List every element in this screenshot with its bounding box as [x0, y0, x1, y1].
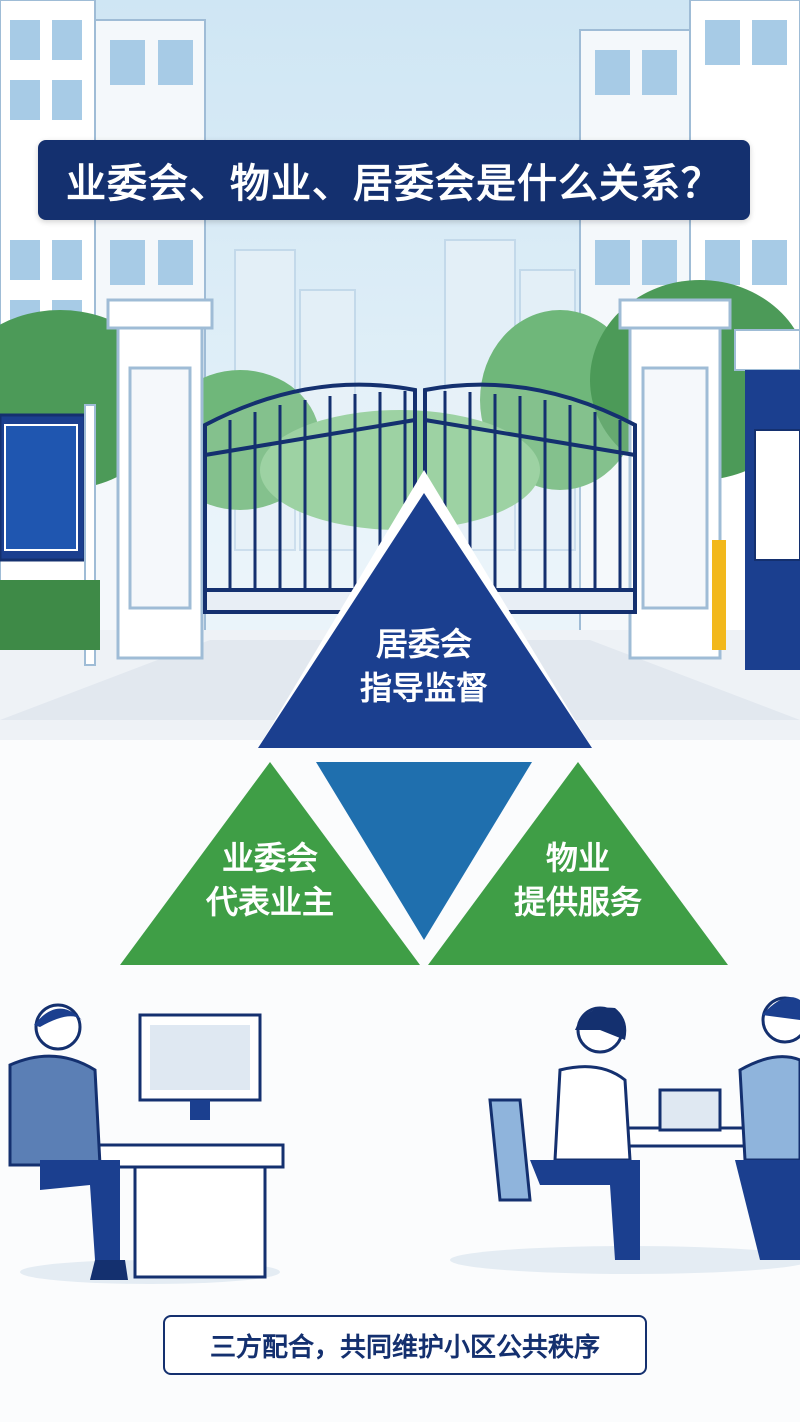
- gate-pillars: [106, 298, 732, 660]
- sign-board: [0, 404, 100, 666]
- label-top: 居委会 指导监督: [324, 622, 524, 710]
- label-left: 业委会 代表业主: [170, 836, 370, 924]
- label-top-line1: 居委会: [375, 625, 472, 663]
- label-left-line1: 业委会: [221, 839, 318, 877]
- label-left-line2: 代表业主: [205, 883, 334, 921]
- triangle-left: [120, 762, 420, 965]
- label-right-line1: 物业: [545, 839, 610, 877]
- footer-text: 三方配合，共同维护小区公共秩序: [209, 1332, 600, 1363]
- triangle-center: [316, 762, 532, 940]
- page-title: 业委会、物业、居委会是什么关系？: [66, 161, 722, 207]
- triangle-top: [258, 493, 592, 748]
- triangle-right: [428, 762, 728, 965]
- gate: [203, 382, 637, 614]
- relationship-triangle: [120, 470, 728, 965]
- guard-booth: [712, 329, 800, 670]
- label-top-line2: 指导监督: [359, 669, 488, 707]
- label-right-line2: 提供服务: [513, 883, 642, 921]
- footer-banner: 三方配合，共同维护小区公共秩序: [163, 1315, 647, 1375]
- label-right: 物业 提供服务: [478, 836, 678, 924]
- title-banner: 业委会、物业、居委会是什么关系？: [38, 140, 750, 220]
- office-worker-illustration: [8, 1003, 285, 1280]
- meeting-illustration: [488, 996, 800, 1260]
